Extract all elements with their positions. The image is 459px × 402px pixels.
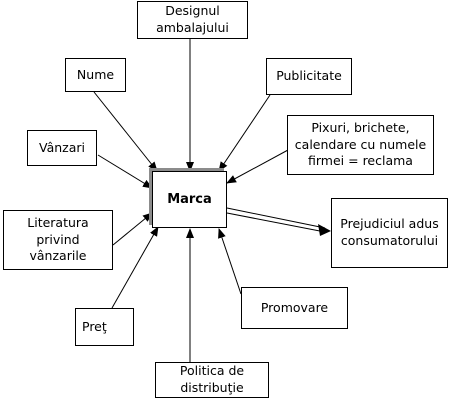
arrow-pret-to-marca [111,226,159,309]
node-vanzari: Vânzari [27,130,97,166]
node-politica-distributie: Politica de distribuţie [155,362,269,398]
arrow-publicitate-to-marca [218,94,271,172]
arrow-promovare-to-marca [218,228,242,295]
node-prejudiciul-consumator: Prejudiciul adus consumatorului [331,198,448,268]
node-pixuri-brichete: Pixuri, brichete, calendare cu numele fi… [287,115,434,175]
node-publicitate: Publicitate [266,58,352,95]
arrow-vanzari-to-marca [97,154,153,189]
node-designul-ambalajului: Designul ambalajului [137,1,248,39]
double-arrow-marca-to-prejudiciul [226,207,331,236]
arrow-pixuri-to-marca [226,149,289,184]
node-literatura-vanzari: Literatura privind vânzarile [3,210,113,270]
arrow-nume-to-marca [93,91,158,172]
node-promovare: Promovare [241,287,348,329]
node-pret: Preţ [75,308,134,346]
arrow-literatura-to-marca [112,212,153,246]
node-nume: Nume [65,58,126,92]
node-marca: Marca [152,171,227,228]
